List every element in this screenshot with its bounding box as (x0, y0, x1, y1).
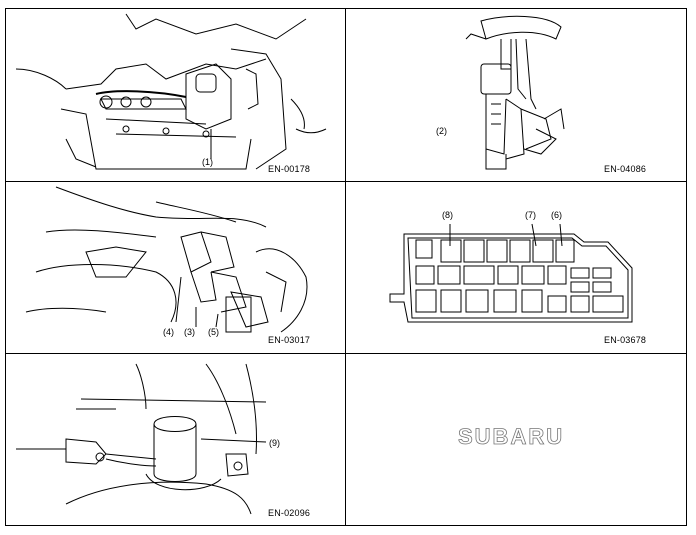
sensor-hose-illustration (16, 363, 267, 515)
callout-label: (6) (551, 210, 562, 220)
callout-label: (1) (202, 157, 213, 167)
grid-frame (5, 8, 687, 526)
panel-logo: SUBARU (346, 354, 686, 525)
callout-label: (7) (525, 210, 536, 220)
callout-label: (5) (208, 327, 219, 337)
panel-relay-box: (8) (7) (6) EN-03678 (346, 182, 686, 353)
figure-code: EN-04086 (604, 164, 647, 174)
figure-code: EN-02096 (268, 508, 311, 518)
grid-horizontal-divider-2 (5, 353, 687, 354)
panel-harness-connectors: (4) (3) (5) EN-03017 (6, 182, 345, 353)
brand-logo: SUBARU (458, 424, 565, 450)
callout-label: (2) (436, 126, 447, 136)
callout-label: (4) (163, 327, 174, 337)
panel-engine-sensor: (1) EN-00178 (6, 9, 345, 181)
figure-code: EN-00178 (268, 164, 311, 174)
engine-sensor-illustration (15, 13, 327, 170)
figure-code: EN-03678 (604, 335, 647, 345)
callout-label: (3) (184, 327, 195, 337)
grid-horizontal-divider-1 (5, 181, 687, 182)
panel-sensor-hose: (9) EN-02096 (6, 354, 345, 525)
harness-connectors-illustration (25, 186, 308, 333)
callout-label: (8) (442, 210, 453, 220)
grid-vertical-divider (345, 8, 346, 526)
callout-label: (9) (269, 438, 280, 448)
figure-code: EN-03017 (268, 335, 311, 345)
relay-box-illustration (389, 223, 633, 323)
panel-fuel-pump: (2) EN-04086 (346, 9, 686, 181)
fuel-pump-illustration (465, 15, 565, 170)
